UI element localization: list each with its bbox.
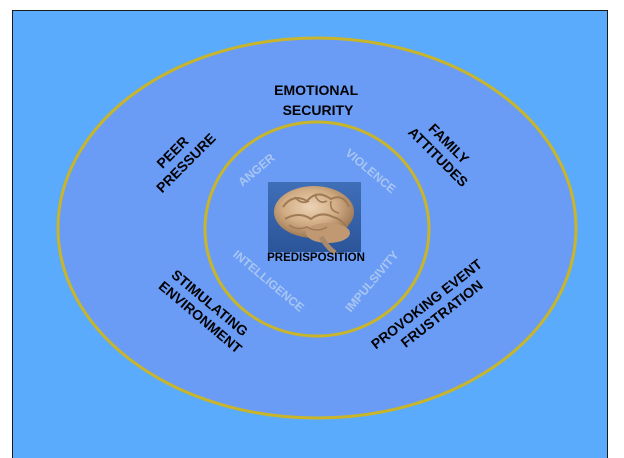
emotional-security-label: EMOTIONAL SECURITY — [274, 82, 362, 118]
slide: PREDISPOSITION ANGER VIOLENCE INTELLIGEN… — [12, 10, 608, 458]
brain-image — [268, 182, 361, 255]
influences-diagram: PREDISPOSITION ANGER VIOLENCE INTELLIGEN… — [56, 36, 578, 420]
emotional-security-line-1: EMOTIONAL — [274, 82, 358, 98]
emotional-security-line-2: SECURITY — [283, 102, 354, 118]
predisposition-label: PREDISPOSITION — [267, 252, 365, 264]
